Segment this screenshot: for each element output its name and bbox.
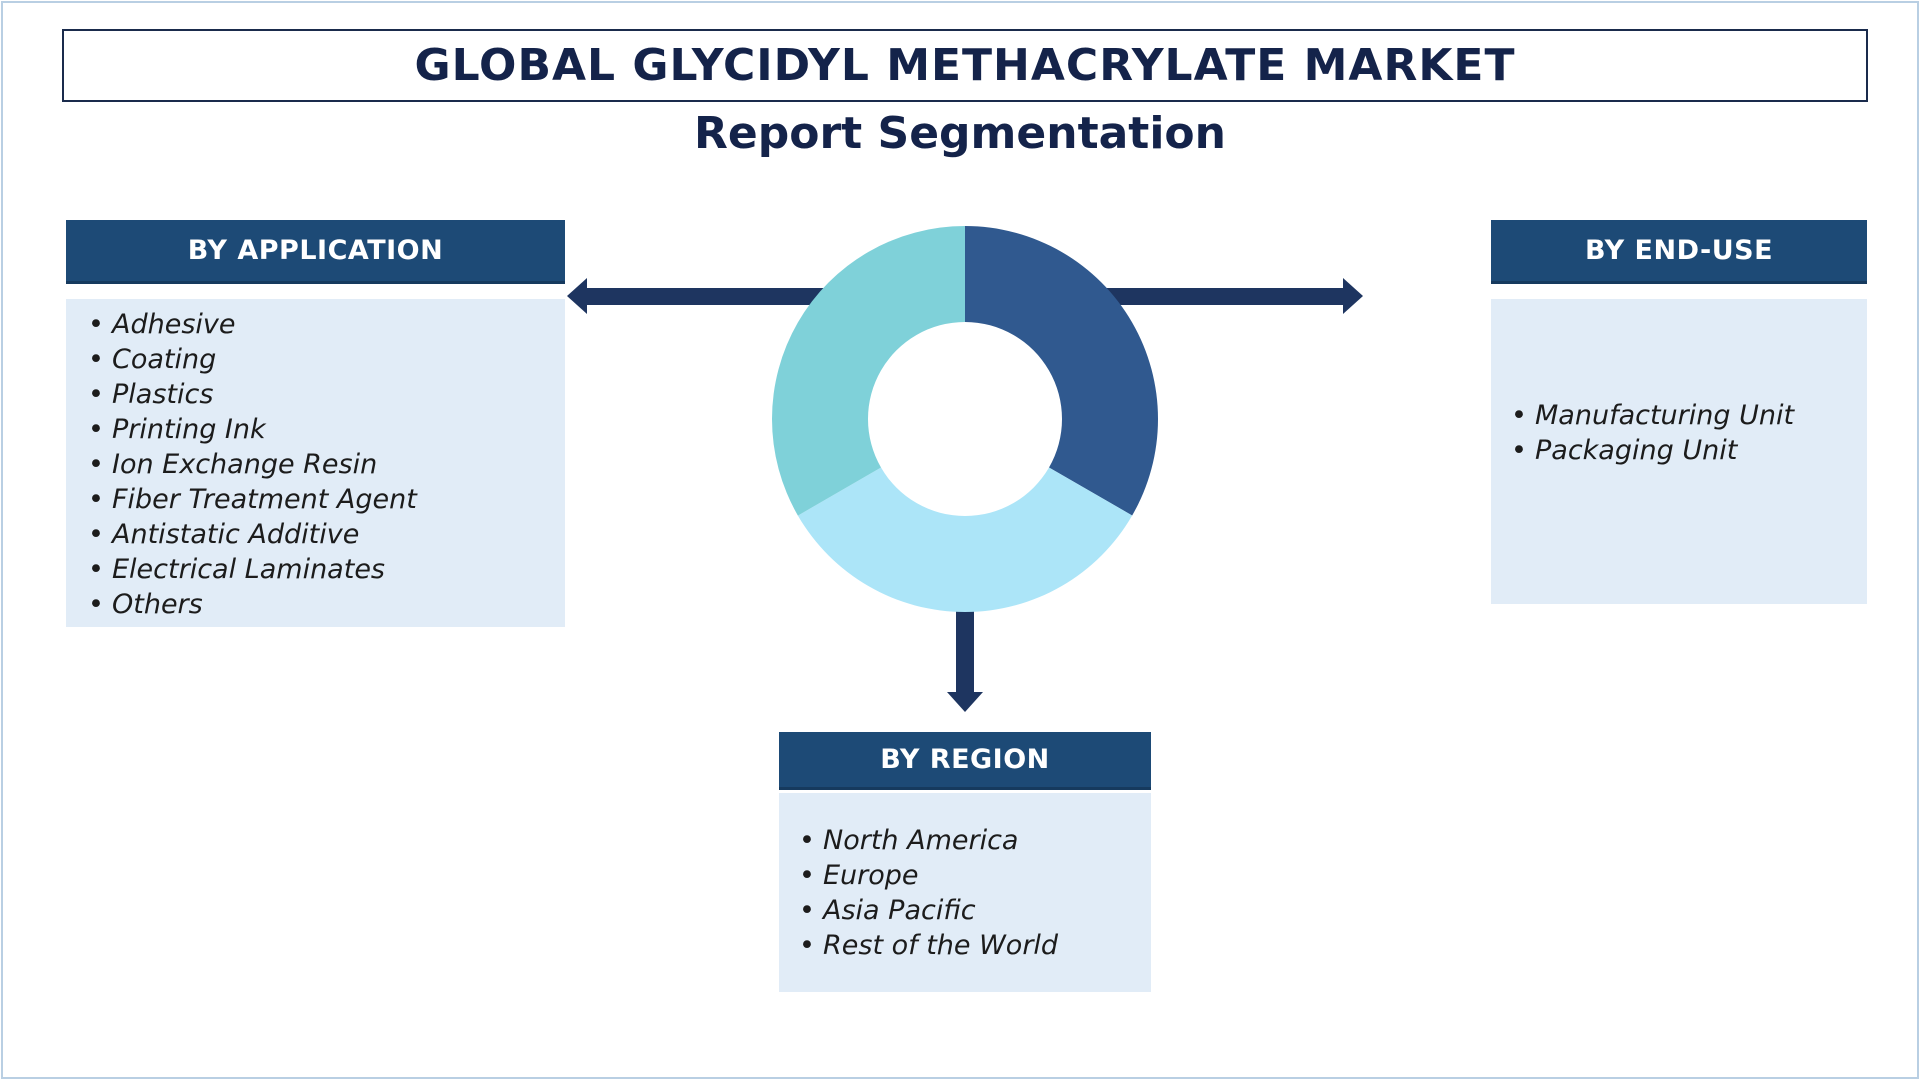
list-item: Plastics <box>88 377 565 412</box>
list-item: Coating <box>88 342 565 377</box>
page-subtitle: Report Segmentation <box>694 108 1226 159</box>
end-use-header: BY END-USE <box>1491 220 1867 284</box>
list-item: Europe <box>799 858 1151 893</box>
list-item: Packaging Unit <box>1511 433 1867 468</box>
application-header: BY APPLICATION <box>66 220 565 284</box>
list-item: Ion Exchange Resin <box>88 447 565 482</box>
end-use-list: Manufacturing Unit Packaging Unit <box>1491 299 1867 604</box>
list-item: Fiber Treatment Agent <box>88 482 565 517</box>
list-item: Manufacturing Unit <box>1511 398 1867 433</box>
list-item: Rest of the World <box>799 928 1151 963</box>
arrow-left <box>567 278 830 314</box>
page-title: GLOBAL GLYCIDYL METHACRYLATE MARKET <box>414 40 1516 91</box>
list-item: Electrical Laminates <box>88 552 565 587</box>
list-item: Adhesive <box>88 307 565 342</box>
list-item: North America <box>799 823 1151 858</box>
region-header: BY REGION <box>779 732 1151 790</box>
donut-slice <box>772 226 965 516</box>
title-box: GLOBAL GLYCIDYL METHACRYLATE MARKET <box>62 29 1868 102</box>
application-list: Adhesive Coating Plastics Printing Ink I… <box>66 299 565 627</box>
donut-slice <box>965 226 1159 516</box>
region-list: North America Europe Asia Pacific Rest o… <box>779 793 1151 992</box>
arrow-down <box>947 600 983 712</box>
list-item: Printing Ink <box>88 412 565 447</box>
list-item: Asia Pacific <box>799 893 1151 928</box>
arrow-right <box>1100 278 1363 314</box>
list-item: Antistatic Additive <box>88 517 565 552</box>
donut-slice <box>797 467 1133 612</box>
list-item: Others <box>88 587 565 622</box>
donut-chart <box>772 226 1159 612</box>
